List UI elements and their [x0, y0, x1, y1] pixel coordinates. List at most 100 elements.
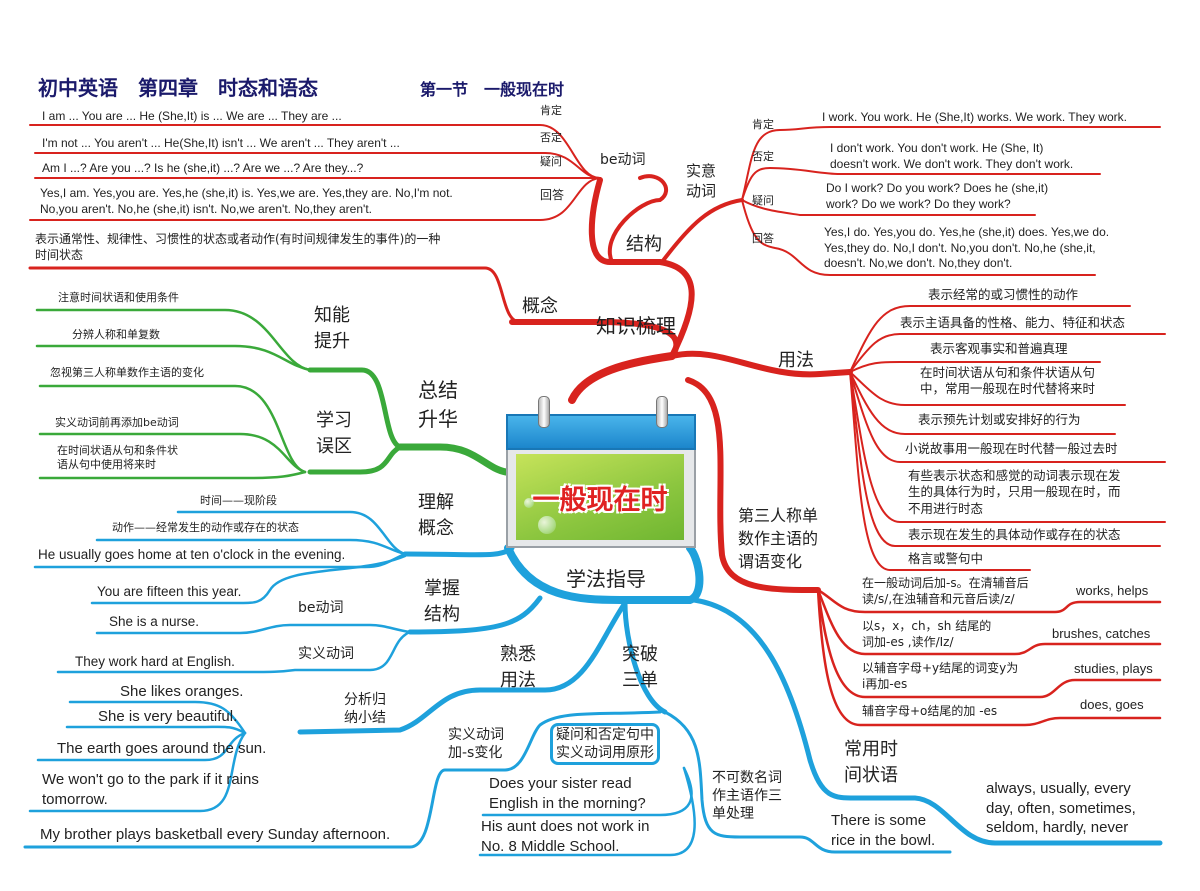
branch-base-form: [481, 766, 693, 817]
verb-text-answer: Yes,I do. Yes,you do. Yes,he (she,it) do…: [824, 225, 1110, 271]
analysis-example: We won't go to the park if it rains tomo…: [42, 771, 259, 808]
verb-text-neg: I don't work. You don't work. He (She, I…: [830, 141, 1074, 171]
concept-item: 动作——经常发生的动作或存在的状态: [112, 521, 299, 534]
node-analysis: 分析归 纳小结: [344, 692, 386, 727]
base-form-example: His aunt does not work in No. 8 Middle S…: [481, 818, 650, 855]
page-title: 初中英语 第四章 时态和语态: [38, 76, 318, 100]
node-knowledge: 知识梳理: [596, 314, 676, 338]
usage-item: 格言或警句中: [908, 551, 984, 566]
analysis-example: She likes oranges.: [120, 683, 244, 700]
node-breakthrough: 突破 三单: [622, 644, 658, 692]
usage-item: 表示经常的或习惯性的动作: [928, 287, 1079, 302]
be-type-answer: 回答: [540, 188, 565, 202]
branch-master-be: [95, 623, 412, 635]
calendar-ring-left: [538, 396, 550, 428]
branch-be-answer: [29, 177, 601, 221]
node-summary: 总结 升华: [418, 378, 458, 431]
node-familiar-usage: 熟悉 用法: [500, 644, 536, 692]
node-third-person: 第三人称单 数作主语的 谓语变化: [738, 506, 819, 572]
node-mistakes: 学习 误区: [316, 410, 352, 458]
be-text-question: Am I ...? Are you ...? Is he (she,it) ..…: [42, 161, 364, 175]
be-example: She is a nurse.: [109, 614, 200, 629]
calendar-panel: 一般现在时: [516, 454, 684, 540]
section-title: 第一节 一般现在时: [420, 80, 565, 99]
branch-usage-4: [849, 371, 1126, 406]
branch-verb-affirm: [741, 126, 1161, 201]
rule-examples: works, helps: [1076, 583, 1149, 598]
calendar-ring-right: [656, 396, 668, 428]
rule-text: 以辅音字母+y结尾的词变y为 i再加-es: [862, 661, 1019, 691]
node-usage: 用法: [778, 350, 814, 371]
branch-understand: [402, 545, 515, 558]
be-type-question: 疑问: [540, 155, 562, 168]
structure-example: You are fifteen this year.: [97, 584, 242, 599]
branch-concept-text: [28, 266, 522, 324]
branch-familiar: [297, 600, 628, 735]
center-topic: 一般现在时: [532, 485, 668, 516]
usage-item: 表示预先计划或安排好的行为: [918, 412, 1081, 427]
node-method: 学法指导: [566, 567, 646, 591]
node-be-verb-method: be动词: [298, 600, 344, 616]
verb-type-question: 疑问: [752, 194, 774, 207]
usage-item: 有些表示状态和感觉的动词表示现在发 生的具体行为时，只用一般现在时，而 不用进行…: [908, 468, 1121, 516]
bubble-decoration: [538, 516, 556, 534]
branch-analysis-3: [36, 731, 247, 762]
branch-usage-6: [849, 371, 1166, 463]
branch-knowledge-trunk: [568, 352, 676, 404]
concept-item: 时间——现阶段: [200, 494, 277, 507]
branch-usage-7: [849, 371, 1166, 523]
time-adverbials-list: always, usually, every day, often, somet…: [986, 780, 1136, 836]
node-action-verb-method: 实义动词: [298, 646, 354, 662]
mistake-item: 实义动词前再添加be动词: [55, 416, 179, 429]
be-type-neg: 否定: [540, 131, 562, 144]
branch-add-s: [23, 710, 662, 849]
usage-item: 表示主语具备的性格、能力、特征和状态: [900, 315, 1126, 330]
node-concept: 概念: [522, 296, 558, 317]
rule-text: 在一般动词后加-s。在清辅音后 读/s/,在浊辅音和元音后读/z/: [862, 576, 1029, 606]
uncountable-example: There is some rice in the bowl.: [831, 812, 936, 849]
usage-item: 在时间状语从句和条件状语从句 中，常用一般现在时代替将来时: [920, 365, 1096, 397]
node-add-s: 实义动词 加-s变化: [448, 727, 504, 762]
branch-method-trunk: [504, 544, 704, 604]
rule-text: 以s，x，ch，sh 结尾的 词加-es ,读作/Iz/: [862, 619, 992, 649]
be-text-affirm: I am ... You are ... He (She,It) is ... …: [42, 109, 342, 123]
branch-mistake-3: [38, 470, 307, 480]
branch-rule-1: [816, 588, 1162, 614]
branch-verb-neg: [741, 166, 1101, 201]
branch-master-example: [90, 554, 407, 605]
branch-master: [407, 595, 543, 635]
branch-analysis-1: [68, 700, 247, 735]
branch-analysis-4: [28, 731, 247, 813]
verb-type-answer: 回答: [752, 232, 774, 245]
node-uncountable: 不可数名词 作主语作三 单处理: [712, 770, 782, 823]
branch-verb-question: [741, 199, 1036, 216]
verb-type-affirm: 肯定: [752, 118, 774, 131]
branch-usage-2: [849, 333, 1166, 373]
branch-uncountable: [663, 710, 952, 854]
usage-example: My brother plays basketball every Sunday…: [40, 826, 391, 843]
branch-structure-loop: [607, 174, 668, 264]
branch-third-person: [685, 377, 821, 593]
branch-verb: [660, 198, 744, 264]
verb-text-affirm: I work. You work. He (She,It) works. We …: [822, 110, 1127, 124]
branch-usage-1: [849, 305, 1131, 373]
branch-ability-2: [35, 344, 312, 372]
usage-item: 表示客观事实和普遍真理: [930, 341, 1068, 356]
branch-verb-answer: [741, 199, 1096, 276]
branch-time-adverbials: [691, 597, 1163, 846]
concept-example: He usually goes home at ten o'clock in t…: [38, 547, 346, 562]
branch-understand-1: [176, 510, 407, 556]
base-form-example: Does your sister read English in the mor…: [489, 775, 646, 812]
branch-usage: [669, 350, 853, 378]
branch-mistake-2: [38, 432, 307, 474]
verb-example: They work hard at English.: [75, 654, 235, 669]
calendar-icon: 一般现在时: [506, 396, 696, 548]
rule-examples: studies, plays: [1074, 661, 1153, 676]
ability-item: 分辨人称和单复数: [72, 328, 160, 341]
branch-rule-4: [816, 588, 1162, 727]
node-understand-concept: 理解 概念: [418, 492, 454, 540]
be-type-affirm: 肯定: [540, 104, 562, 117]
branch-summary: [396, 443, 510, 476]
